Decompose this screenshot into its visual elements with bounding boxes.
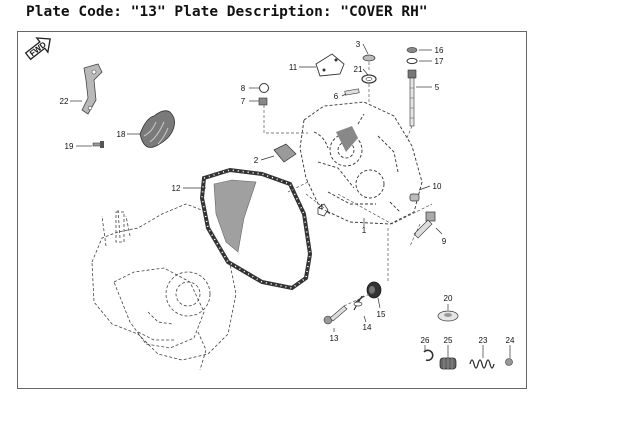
part-14-shaft — [353, 295, 365, 311]
assembly-guide-lines — [263, 62, 433, 307]
part-23-spring — [469, 359, 495, 369]
callout-20: 20 — [444, 294, 453, 303]
leader-lines — [70, 43, 511, 358]
part-9-bolt — [413, 211, 436, 239]
part-2-cover-plate — [273, 143, 297, 163]
callout-14: 14 — [363, 323, 372, 332]
callout-10: 10 — [433, 182, 442, 191]
part-21-washer — [361, 74, 377, 84]
callout-11: 11 — [289, 63, 298, 72]
diagram-frame: FWD — [17, 31, 527, 389]
part-3-cap — [362, 54, 376, 62]
part-25-filter — [439, 357, 457, 370]
page-title: Plate Code: "13" Plate Description: "COV… — [26, 4, 428, 20]
fwd-direction-icon: FWD — [24, 37, 51, 61]
callout-6: 6 — [334, 92, 339, 101]
part-1-cover-shading — [336, 126, 358, 152]
callout-19: 19 — [65, 142, 74, 151]
callout-22: 22 — [60, 97, 69, 106]
callout-7: 7 — [241, 97, 246, 106]
callout-9: 9 — [442, 237, 447, 246]
part-26-circlip — [423, 349, 434, 362]
part-20-cap — [437, 310, 459, 322]
part-22-bracket — [81, 63, 103, 115]
plate-description-label: Plate Description: — [174, 4, 332, 20]
part-18-strainer — [139, 110, 175, 148]
callout-18: 18 — [117, 130, 126, 139]
part-11-bracket — [315, 53, 345, 77]
callout-5: 5 — [435, 83, 440, 92]
callout-4: 4 — [319, 203, 324, 212]
part-19-screw — [92, 141, 104, 148]
plate-description-value: "COVER RH" — [340, 4, 428, 20]
callout-25: 25 — [444, 336, 453, 345]
part-8-oring — [259, 83, 269, 93]
callout-23: 23 — [479, 336, 488, 345]
part-15-oil-seal — [366, 281, 382, 299]
exploded-parts-diagram: FWD — [24, 37, 515, 371]
part-10-plug — [409, 193, 420, 202]
part-16-washer — [406, 47, 418, 53]
callout-1: 1 — [362, 226, 367, 235]
callout-numbers: 1 2 3 4 5 6 7 8 9 10 11 12 13 14 15 16 1… — [60, 40, 515, 345]
callout-15: 15 — [377, 310, 386, 319]
callout-24: 24 — [506, 336, 515, 345]
callout-3: 3 — [356, 40, 361, 49]
callout-2: 2 — [254, 156, 259, 165]
callout-8: 8 — [241, 84, 246, 93]
part-5-dipstick — [407, 69, 417, 127]
part-13-bolt — [323, 305, 348, 325]
plate-code-value: "13" — [130, 4, 166, 20]
part-24-ball — [505, 358, 513, 366]
part-6-pin — [344, 88, 360, 96]
part-4-clip — [317, 203, 329, 217]
callout-13: 13 — [330, 334, 339, 343]
part-17-oring — [406, 57, 418, 65]
part-7-nut — [258, 97, 268, 106]
callout-21: 21 — [354, 65, 363, 74]
callout-17: 17 — [435, 57, 444, 66]
plate-code-label: Plate Code: — [26, 4, 123, 20]
callout-16: 16 — [435, 46, 444, 55]
callout-26: 26 — [421, 336, 430, 345]
part-12-gasket — [199, 167, 313, 291]
callout-12: 12 — [172, 184, 181, 193]
crankcase-outline — [91, 203, 237, 371]
